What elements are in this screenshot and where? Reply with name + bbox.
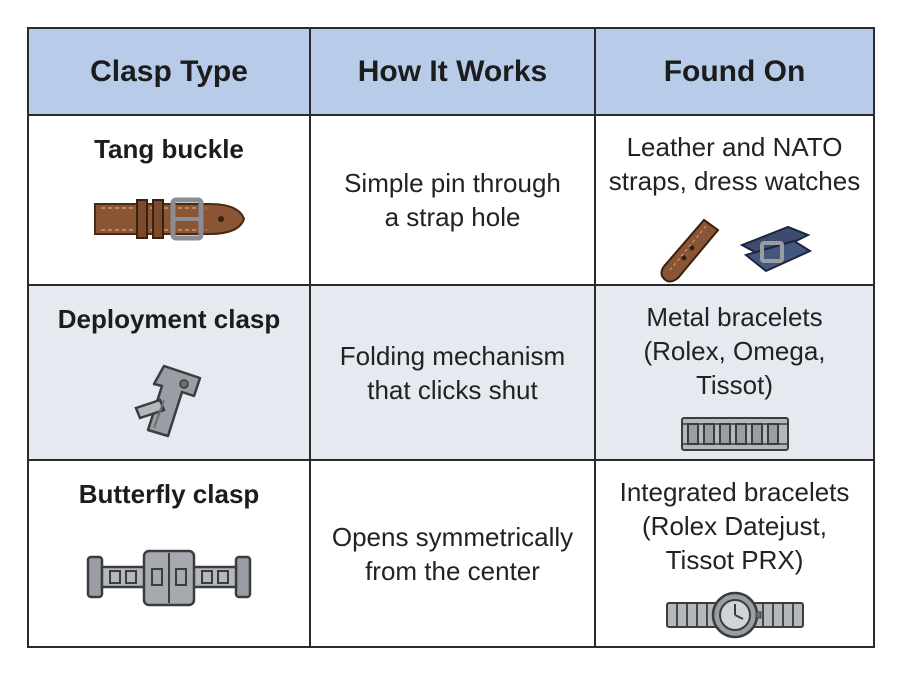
text-line: a strap hole <box>384 202 521 232</box>
found-on-text: Integrated bracelets (Rolex Datejust, Tiss… <box>596 475 873 577</box>
how-it-works-cell: Simple pin through a strap hole <box>311 116 596 284</box>
table-row: Tang buckle Simple pin through a strap ho… <box>29 116 873 286</box>
nato-strap-icon <box>739 225 812 273</box>
clasp-type-cell: Tang buckle <box>29 116 311 284</box>
found-on-cell: Leather and NATO straps, dress watches <box>596 116 873 284</box>
table-row: Butterfly clasp Opens symmetrica <box>29 461 873 646</box>
metal-bracelet-icon <box>680 417 789 451</box>
found-on-cell: Metal bracelets (Rolex, Omega, Tissot) <box>596 286 873 459</box>
header-cell-clasp-type: Clasp Type <box>29 29 311 114</box>
header-label: Found On <box>663 54 806 88</box>
text-line: straps, dress watches <box>608 166 861 196</box>
found-on-icons <box>596 591 873 639</box>
clasp-type-name: Tang buckle <box>94 134 244 164</box>
text-line: Folding mechanism <box>339 340 566 371</box>
integrated-bracelet-watch-icon <box>665 591 804 639</box>
found-on-cell: Integrated bracelets (Rolex Datejust, Tiss… <box>596 461 873 646</box>
found-on-text: Leather and NATO straps, dress watches <box>596 130 873 198</box>
clasp-type-name: Butterfly clasp <box>78 479 260 509</box>
clasp-type-cell: Butterfly clasp <box>29 461 311 646</box>
header-cell-how-it-works: How It Works <box>311 29 596 114</box>
found-on-icons <box>596 216 873 286</box>
clasp-type-name: Deployment clasp <box>57 304 281 334</box>
text-line: (Rolex Datejust, <box>642 511 827 541</box>
text-line: (Rolex, Omega, <box>643 336 826 366</box>
found-on-text: Metal bracelets (Rolex, Omega, Tissot) <box>596 300 873 402</box>
header-label: How It Works <box>357 54 548 88</box>
text-line: Leather and NATO <box>626 132 843 162</box>
deployment-clasp-icon <box>134 364 202 438</box>
text-line: from the center <box>365 555 540 586</box>
text-line: Tissot) <box>695 370 774 400</box>
butterfly-clasp-icon <box>86 549 252 607</box>
leather-strap-icon <box>660 218 719 283</box>
clasp-type-cell: Deployment clasp <box>29 286 311 459</box>
header-label: Clasp Type <box>90 54 248 88</box>
text-line: Metal bracelets <box>646 302 823 332</box>
text-line: that clicks shut <box>367 374 538 405</box>
tang-buckle-icon <box>94 197 246 241</box>
clasp-comparison-table: Clasp Type How It Works Found On Tang bu… <box>27 27 875 648</box>
table-header-row: Clasp Type How It Works Found On <box>29 29 873 116</box>
text-line: Opens symmetrically <box>331 521 574 552</box>
found-on-icons <box>596 414 873 454</box>
text-line: Simple pin through <box>344 168 561 198</box>
how-it-works-text: Simple pin through a strap hole <box>311 116 594 284</box>
text-line: Integrated bracelets <box>619 477 850 507</box>
text-line: Tissot PRX) <box>665 545 804 575</box>
header-cell-found-on: Found On <box>596 29 873 114</box>
